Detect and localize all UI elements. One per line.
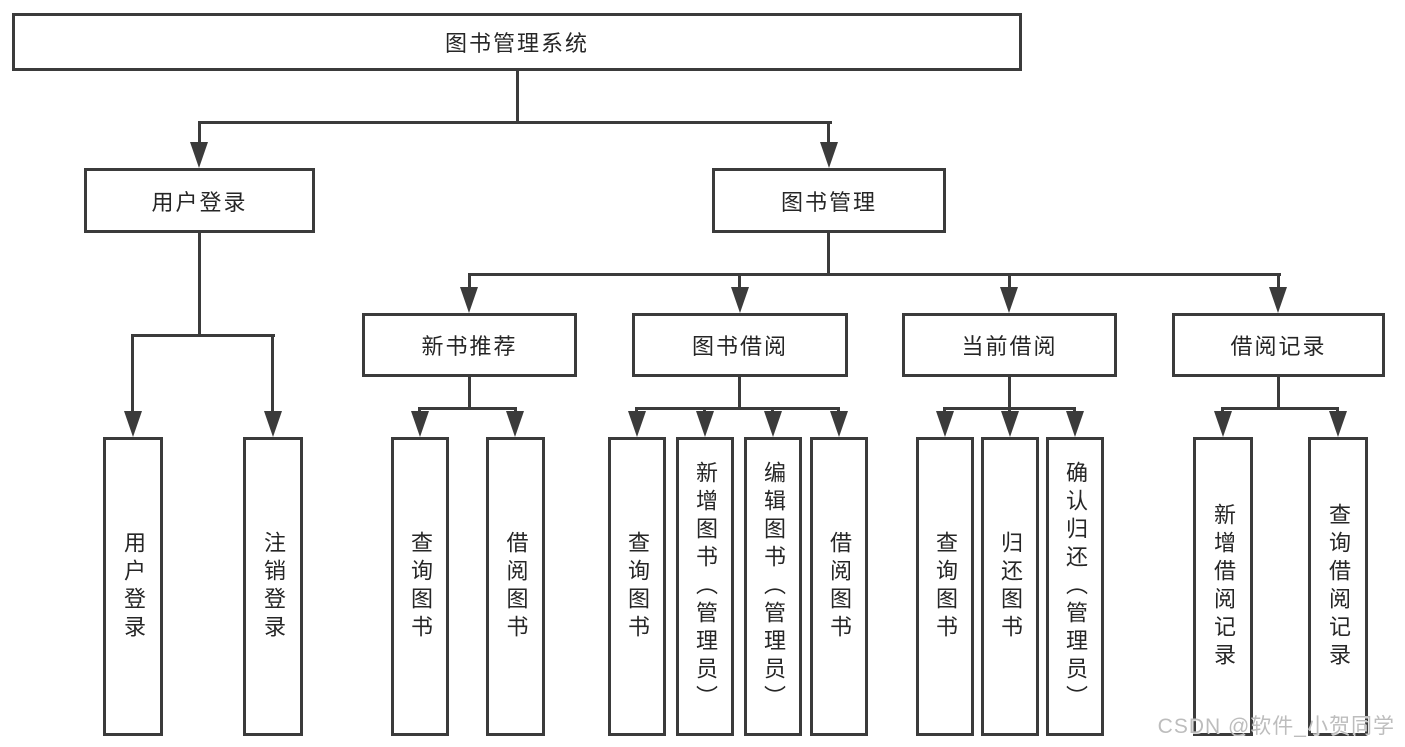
connector-mgmt-branch bbox=[468, 273, 1281, 276]
node-book-borrow: 图书借阅 bbox=[632, 313, 848, 377]
arrow-down-icon bbox=[1066, 411, 1084, 437]
connector-drop bbox=[468, 273, 471, 293]
arrow-down-icon bbox=[936, 411, 954, 437]
connector-root-branch bbox=[198, 121, 832, 124]
arrow-down-icon bbox=[696, 411, 714, 437]
leaf-query-borrow-record: 查询借阅记录 bbox=[1308, 437, 1368, 736]
connector-drop bbox=[738, 273, 741, 293]
connector-user-branch bbox=[131, 334, 275, 337]
arrow-down-icon bbox=[264, 411, 282, 437]
connector-drop-user bbox=[198, 121, 201, 149]
leaf-edit-books-admin: 编辑图书（管理员） bbox=[744, 437, 802, 736]
arrow-down-icon bbox=[460, 287, 478, 313]
connector-drop bbox=[1277, 273, 1280, 293]
connector-drop bbox=[271, 334, 274, 419]
leaf-recommend-query-books: 查询图书 bbox=[391, 437, 449, 736]
leaf-borrow-query-books: 查询图书 bbox=[608, 437, 666, 736]
node-new-book-recommend: 新书推荐 bbox=[362, 313, 577, 377]
leaf-user-login: 用户登录 bbox=[103, 437, 163, 736]
arrow-down-icon bbox=[506, 411, 524, 437]
leaf-add-borrow-record: 新增借阅记录 bbox=[1193, 437, 1253, 736]
leaf-current-query-books: 查询图书 bbox=[916, 437, 974, 736]
connector-drop bbox=[1008, 273, 1011, 293]
node-book-management: 图书管理 bbox=[712, 168, 946, 233]
connector-stub bbox=[1277, 376, 1280, 409]
connector-user-stub bbox=[198, 232, 201, 336]
connector-stub bbox=[1008, 376, 1011, 409]
arrow-down-icon bbox=[820, 142, 838, 168]
leaf-return-books: 归还图书 bbox=[981, 437, 1039, 736]
arrow-down-icon bbox=[1000, 287, 1018, 313]
connector-stub bbox=[738, 376, 741, 409]
connector-stub bbox=[468, 376, 471, 409]
arrow-down-icon bbox=[1329, 411, 1347, 437]
arrow-down-icon bbox=[1214, 411, 1232, 437]
leaf-add-books-admin: 新增图书（管理员） bbox=[676, 437, 734, 736]
leaf-recommend-borrow-books: 借阅图书 bbox=[486, 437, 545, 736]
leaf-borrow-books: 借阅图书 bbox=[810, 437, 868, 736]
connector-drop-mgmt bbox=[827, 121, 830, 149]
arrow-down-icon bbox=[1269, 287, 1287, 313]
node-user-login: 用户登录 bbox=[84, 168, 315, 233]
node-borrow-records: 借阅记录 bbox=[1172, 313, 1385, 377]
arrow-down-icon bbox=[411, 411, 429, 437]
arrow-down-icon bbox=[830, 411, 848, 437]
watermark: CSDN @软件_小贺同学 bbox=[1157, 715, 1395, 738]
connector-branch bbox=[636, 407, 840, 410]
connector-branch bbox=[1222, 407, 1339, 410]
connector-mgmt-stub bbox=[827, 232, 830, 275]
arrow-down-icon bbox=[628, 411, 646, 437]
arrow-down-icon bbox=[764, 411, 782, 437]
arrow-down-icon bbox=[190, 142, 208, 168]
leaf-confirm-return-admin: 确认归还（管理员） bbox=[1046, 437, 1104, 736]
arrow-down-icon bbox=[124, 411, 142, 437]
connector-branch bbox=[419, 407, 517, 410]
arrow-down-icon bbox=[1001, 411, 1019, 437]
connector-root-stub bbox=[516, 71, 519, 123]
node-current-borrow: 当前借阅 bbox=[902, 313, 1117, 377]
node-root: 图书管理系统 bbox=[12, 13, 1022, 71]
leaf-logout: 注销登录 bbox=[243, 437, 303, 736]
connector-drop bbox=[131, 334, 134, 419]
arrow-down-icon bbox=[731, 287, 749, 313]
